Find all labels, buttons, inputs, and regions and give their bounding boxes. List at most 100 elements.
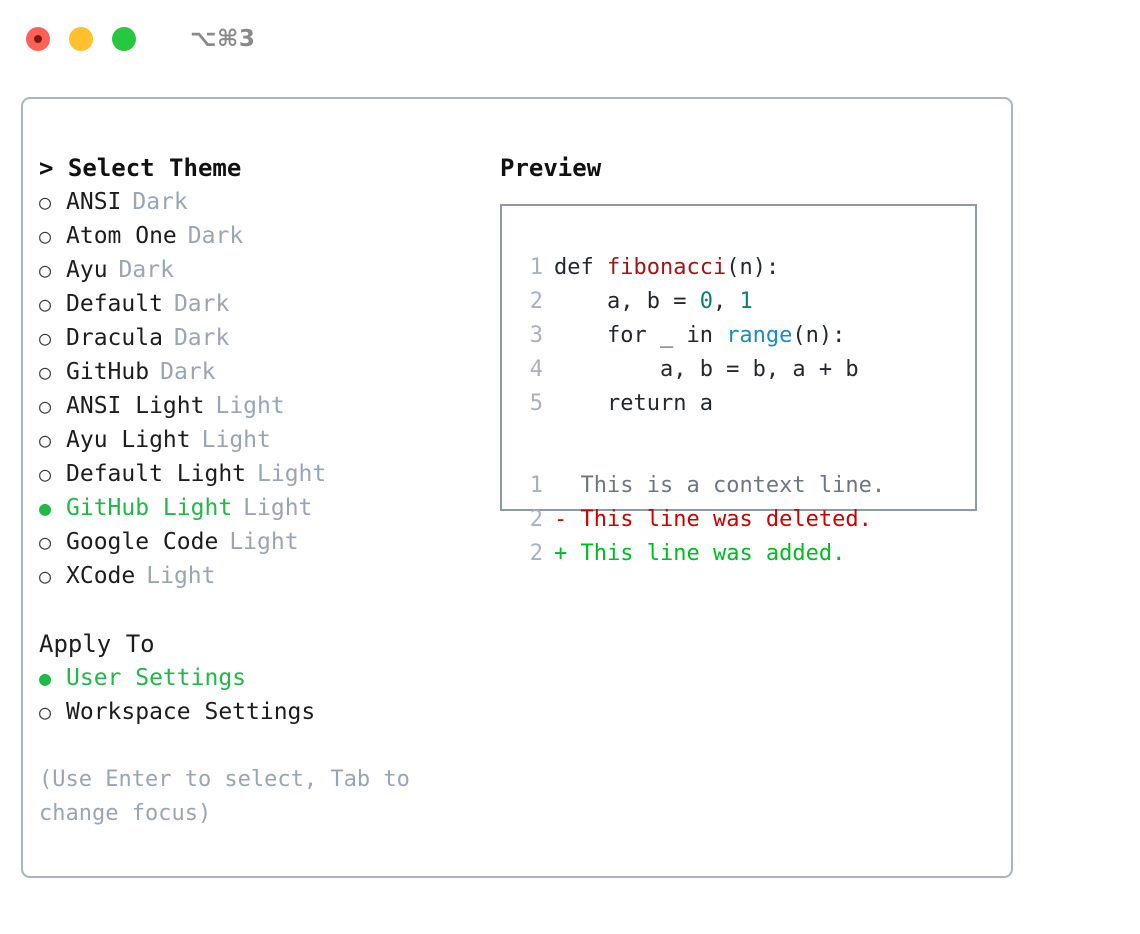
code-line-number: 1 [529, 255, 543, 280]
radio-unselected-icon: ○ [39, 700, 52, 724]
code-token-plain: return a [554, 391, 713, 416]
code-token-plain: , [712, 289, 740, 314]
diff-line-text: - This line was deleted. [554, 507, 872, 532]
code-token-plain: (n): [726, 255, 780, 280]
radio-selected-icon: ● [39, 666, 52, 690]
apply-to-list[interactable]: ● User Settings ○ Workspace Settings [39, 661, 479, 729]
apply-to-option-label: Workspace Settings [66, 699, 316, 725]
theme-variant-tag: Light [201, 427, 271, 453]
radio-unselected-icon: ○ [39, 428, 52, 452]
theme-variant-tag: Light [215, 393, 285, 419]
code-token-fn: fibonacci [606, 255, 727, 280]
radio-unselected-icon: ○ [39, 326, 52, 350]
diff-marker [554, 473, 581, 498]
window-controls [26, 27, 136, 51]
theme-option-label: Ayu Light [66, 427, 191, 453]
code-line: 1 def fibonacci(n): [521, 251, 859, 285]
theme-option-label: XCode [66, 563, 136, 589]
diff-sample: 1 This is a context line.2- This line wa… [521, 469, 885, 571]
theme-option-label: Atom One [66, 223, 177, 249]
theme-option-default[interactable]: ○ Default Dark [39, 287, 479, 321]
code-line-number: 2 [529, 289, 543, 314]
radio-unselected-icon: ○ [39, 394, 52, 418]
diff-line-number: 2 [529, 541, 543, 566]
code-line: 4 a, b = b, a + b [521, 353, 859, 387]
close-button[interactable] [26, 27, 50, 51]
code-token-plain: for _ in [554, 323, 727, 348]
theme-variant-tag: Dark [173, 325, 230, 351]
minimize-button[interactable] [69, 27, 93, 51]
theme-option-ansi[interactable]: ○ ANSI Dark [39, 185, 479, 219]
diff-line-add: 2 + This line was added. [521, 537, 885, 571]
theme-option-xcode[interactable]: ○ XCode Light [39, 559, 479, 593]
diff-line-text: + This line was added. [554, 541, 845, 566]
zoom-button[interactable] [112, 27, 136, 51]
radio-unselected-icon: ○ [39, 224, 52, 248]
theme-variant-tag: Dark [187, 223, 244, 249]
theme-variant-tag: Light [243, 495, 313, 521]
theme-option-label: GitHub [66, 359, 150, 385]
diff-line-ctx: 1 This is a context line. [521, 469, 885, 503]
radio-unselected-icon: ○ [39, 292, 52, 316]
theme-option-ayu-light[interactable]: ○ Ayu Light Light [39, 423, 479, 457]
code-line-number: 3 [529, 323, 543, 348]
theme-variant-tag: Light [146, 563, 216, 589]
diff-text: This line was added. [580, 541, 846, 566]
theme-option-ansi-light[interactable]: ○ ANSI Light Light [39, 389, 479, 423]
theme-variant-tag: Dark [173, 291, 230, 317]
apply-to-header: Apply To [39, 630, 155, 658]
apply-to-option-user-settings[interactable]: ● User Settings [39, 661, 479, 695]
radio-unselected-icon: ○ [39, 530, 52, 554]
theme-option-label: ANSI Light [66, 393, 205, 419]
radio-unselected-icon: ○ [39, 360, 52, 384]
code-line: 2 a, b = 0, 1 [521, 285, 859, 319]
theme-variant-tag: Dark [132, 189, 188, 215]
diff-marker: + [554, 541, 581, 566]
title-bar: ⌥⌘3 [0, 0, 1140, 78]
keyboard-hint-text: (Use Enter to select, Tab to change focu… [39, 767, 410, 826]
diff-line-number: 2 [529, 507, 543, 532]
diff-line-number: 1 [529, 473, 543, 498]
theme-option-default-light[interactable]: ○ Default Light Light [39, 457, 479, 491]
theme-variant-tag: Light [257, 461, 327, 487]
theme-option-google-code[interactable]: ○ Google Code Light [39, 525, 479, 559]
preview-header: Preview [500, 154, 602, 182]
select-theme-header: > Select Theme [39, 154, 242, 182]
code-token-call: range [726, 323, 793, 348]
diff-line-text: This is a context line. [554, 473, 886, 498]
radio-unselected-icon: ○ [39, 462, 52, 486]
code-token-plain: (n): [792, 323, 846, 348]
theme-option-atom-one[interactable]: ○ Atom One Dark [39, 219, 479, 253]
theme-option-label: Google Code [66, 529, 219, 555]
code-line-number: 5 [529, 391, 543, 416]
radio-selected-icon: ● [39, 496, 52, 520]
diff-line-del: 2- This line was deleted. [521, 503, 885, 537]
keyboard-shortcut-label: ⌥⌘3 [190, 26, 256, 52]
diff-marker: - [554, 507, 581, 532]
radio-unselected-icon: ○ [39, 258, 52, 282]
theme-option-github[interactable]: ○ GitHub Dark [39, 355, 479, 389]
theme-option-label: Default Light [66, 461, 247, 487]
theme-variant-tag: Light [229, 529, 299, 555]
radio-unselected-icon: ○ [39, 564, 52, 588]
theme-option-label: Ayu [66, 257, 108, 283]
apply-to-option-label: User Settings [66, 665, 247, 691]
code-token-plain: def [554, 255, 607, 280]
diff-text: This line was deleted. [580, 507, 872, 532]
apply-to-option-workspace-settings[interactable]: ○ Workspace Settings [39, 695, 479, 729]
code-token-num: 1 [739, 289, 753, 314]
code-token-plain: a, b = [554, 289, 700, 314]
theme-option-label: ANSI [66, 189, 122, 215]
theme-variant-tag: Dark [160, 359, 216, 385]
radio-unselected-icon: ○ [39, 190, 52, 214]
theme-option-label: Default [66, 291, 163, 317]
